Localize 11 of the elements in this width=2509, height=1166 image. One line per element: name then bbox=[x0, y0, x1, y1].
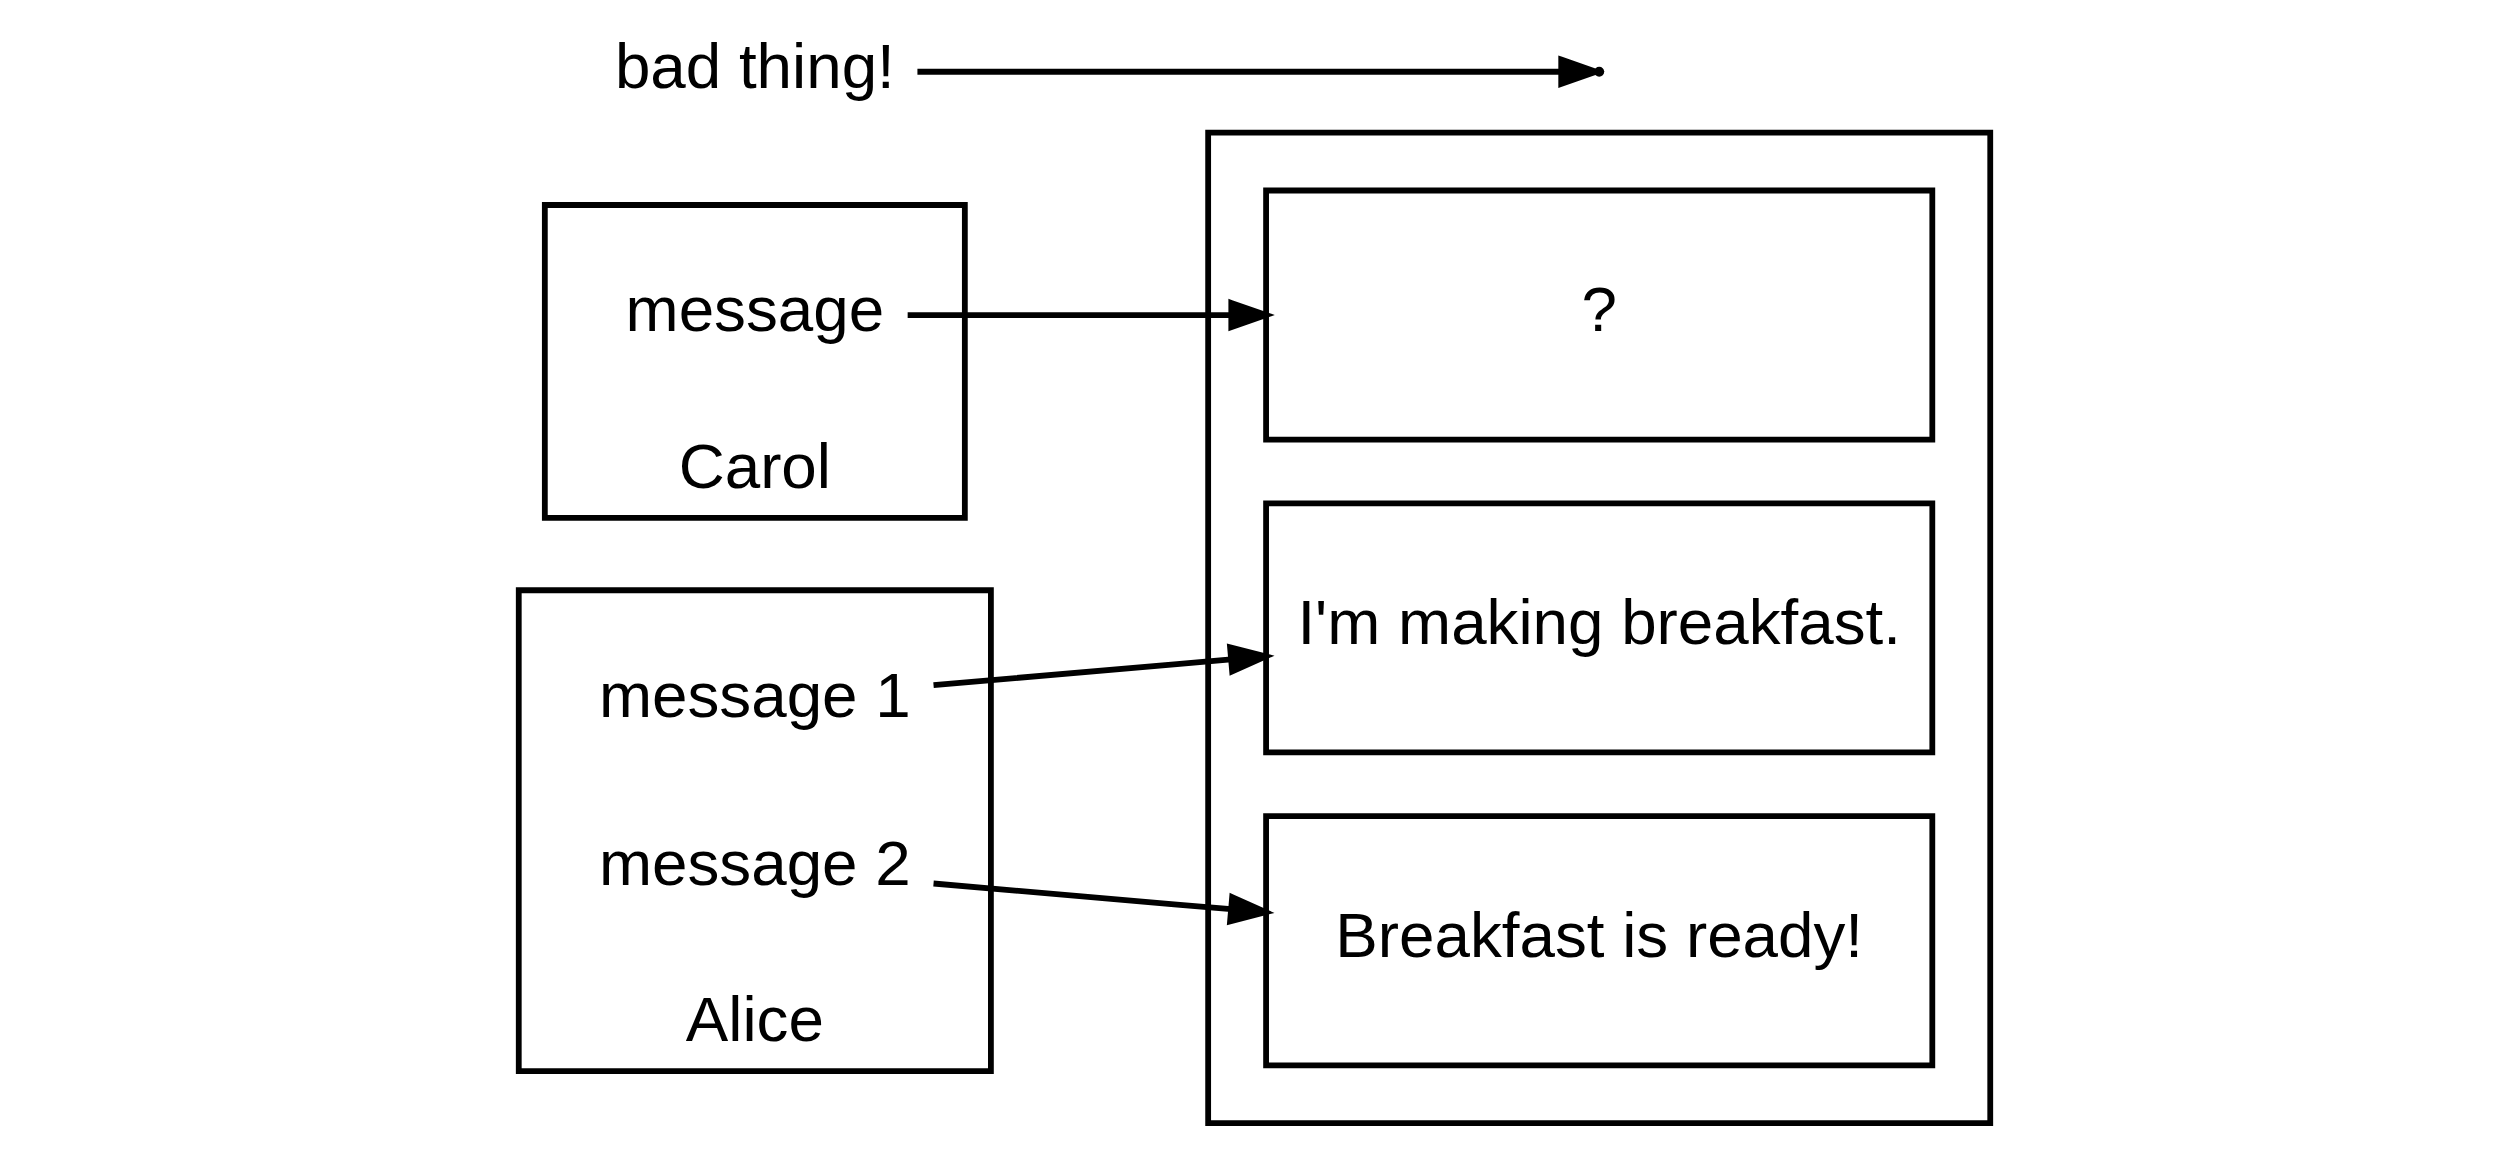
arrow bbox=[907, 298, 1275, 332]
node-text: message 2 bbox=[598, 826, 911, 899]
node-text: message 1 bbox=[598, 658, 911, 731]
node-text: bad thing! bbox=[614, 29, 895, 102]
node-box: ? bbox=[1263, 187, 1936, 443]
arrow bbox=[933, 643, 1275, 688]
arrow bbox=[933, 880, 1275, 926]
node-box: I'm making breakfast. bbox=[1263, 500, 1936, 756]
cluster bbox=[1205, 129, 1994, 1127]
node-text: message bbox=[625, 273, 885, 346]
node-box: Breakfast is ready! bbox=[1263, 813, 1936, 1069]
